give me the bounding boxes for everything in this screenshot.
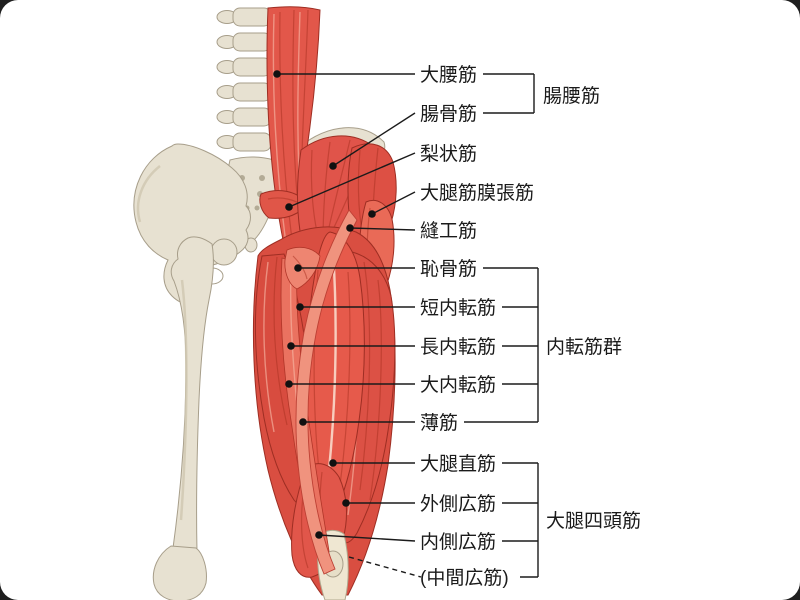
leader-line: [332, 112, 416, 167]
leader-line: [371, 191, 416, 215]
pointer-dot: [273, 70, 281, 78]
group-label-iliopsoas: 腸腰筋: [543, 85, 600, 107]
left-femur: [152, 236, 238, 600]
pointer-dot: [296, 303, 304, 311]
piriformis-muscle: [259, 190, 308, 219]
pointer-dot: [287, 342, 295, 350]
label-pectineus: 恥骨筋: [420, 258, 477, 280]
leader-line-dashed: [348, 556, 422, 578]
label-vastus-intermedius: (中間広筋): [420, 567, 509, 589]
pointer-dot: [346, 224, 354, 232]
label-sartorius: 縫工筋: [420, 220, 477, 242]
pointer-dot: [368, 210, 376, 218]
bracket-quadriceps: [502, 462, 539, 578]
label-iliacus: 腸骨筋: [420, 103, 477, 125]
label-vastus-medialis: 内側広筋: [420, 531, 496, 553]
label-tensor-fasciae-latae: 大腿筋膜張筋: [420, 182, 534, 204]
leader-line: [288, 152, 416, 208]
bracket-iliopsoas: [483, 73, 535, 114]
label-adductor-longus: 長内転筋: [420, 336, 496, 358]
leader-lines: [273, 70, 422, 578]
group-label-quadriceps: 大腿四頭筋: [546, 510, 641, 532]
muscles: [252, 6, 397, 600]
pointer-dot: [329, 162, 337, 170]
pointer-dot: [299, 418, 307, 426]
pointer-dot: [342, 499, 350, 507]
leader-line: [318, 534, 416, 542]
label-piriformis: 梨状筋: [420, 143, 477, 165]
pointer-dot: [294, 264, 302, 272]
group-brackets: [464, 73, 539, 578]
group-label-adductor-group: 内転筋群: [546, 336, 622, 358]
label-gracilis: 薄筋: [420, 412, 458, 434]
label-psoas-major: 大腰筋: [420, 64, 477, 86]
bracket-adductor-group: [464, 267, 539, 423]
label-adductor-brevis: 短内転筋: [420, 297, 496, 319]
sartorius-muscle: [295, 209, 358, 575]
label-rectus-femoris: 大腿直筋: [420, 453, 496, 475]
pointer-dot: [329, 459, 337, 467]
label-vastus-lateralis: 外側広筋: [420, 493, 496, 515]
pointer-dot: [285, 380, 293, 388]
leader-line: [349, 227, 416, 231]
labels: 大腰筋 腸骨筋 梨状筋 大腿筋膜張筋 縫工筋 恥骨筋 短内転筋 長内転筋 大内転…: [420, 64, 641, 589]
pointer-dot: [285, 203, 293, 211]
label-adductor-magnus: 大内転筋: [420, 374, 496, 396]
pointer-dot: [315, 531, 323, 539]
